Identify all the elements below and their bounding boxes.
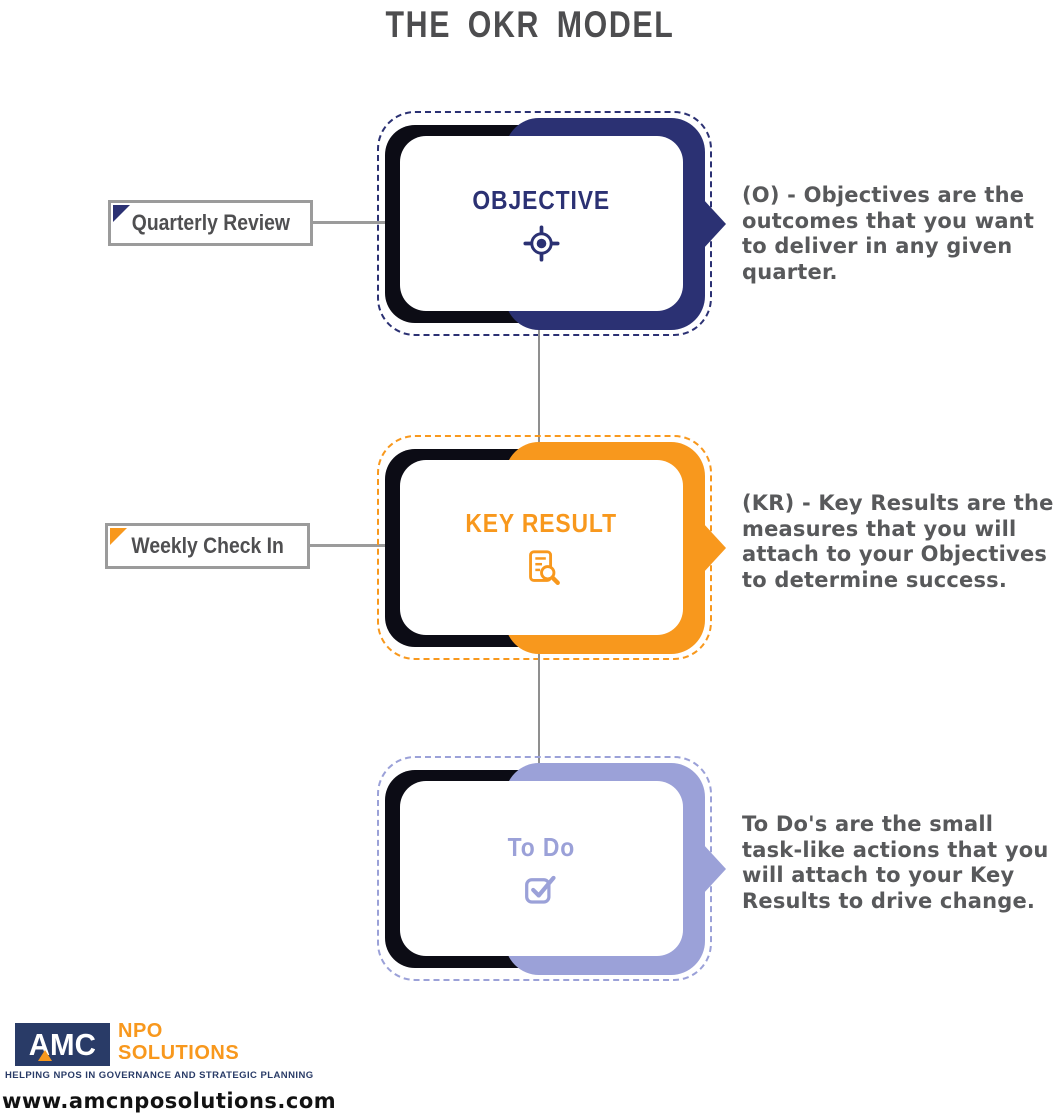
corner-triangle-icon [113, 205, 130, 222]
brand-line-2: SOLUTIONS [118, 1042, 240, 1064]
box-heading: OBJECTIVE [472, 185, 611, 215]
corner-triangle-icon [110, 528, 127, 545]
to-do-description: To Do's are the small task-like actions … [742, 812, 1049, 913]
connector-line-vertical [538, 654, 540, 764]
side-label-text: Weekly Check In [131, 533, 284, 558]
box-face: OBJECTIVE [400, 136, 683, 311]
key-result-box: KEY RESULT [377, 435, 726, 660]
right-arrow-icon [703, 844, 726, 894]
page-title: THE OKR MODEL [385, 4, 675, 45]
right-arrow-icon [703, 199, 726, 249]
side-label-text: Quarterly Review [131, 210, 290, 235]
document-search-icon [521, 548, 563, 588]
key-result-description: (KR) - Key Results are the measures that… [742, 491, 1054, 592]
brand-tagline: HELPING NPOS IN GOVERNANCE AND STRATEGIC… [5, 1070, 314, 1081]
target-icon [523, 225, 560, 262]
logo-triangle-icon [38, 1050, 52, 1061]
box-face: To Do [400, 781, 683, 956]
brand-name: NPO SOLUTIONS [118, 1020, 239, 1064]
label-quarterly-review: Quarterly Review [108, 200, 313, 246]
to-do-box: To Do [377, 756, 726, 981]
brand-line-1: NPO [118, 1020, 163, 1042]
label-weekly-check-in: Weekly Check In [105, 523, 310, 569]
right-arrow-icon [703, 523, 726, 573]
website-link[interactable]: www.amcnposolutions.com [2, 1089, 337, 1113]
connector-line-vertical [538, 330, 540, 442]
box-heading: KEY RESULT [465, 507, 618, 538]
connector-line [308, 544, 385, 547]
box-face: KEY RESULT [400, 460, 683, 635]
objective-box: OBJECTIVE [377, 111, 726, 336]
checkbox-check-icon [523, 872, 560, 906]
box-heading: To Do [507, 831, 576, 862]
objective-description: (O) - Objectives are the outcomes that y… [742, 183, 1035, 284]
connector-line [311, 221, 385, 224]
amc-logo: AMC [15, 1023, 110, 1066]
